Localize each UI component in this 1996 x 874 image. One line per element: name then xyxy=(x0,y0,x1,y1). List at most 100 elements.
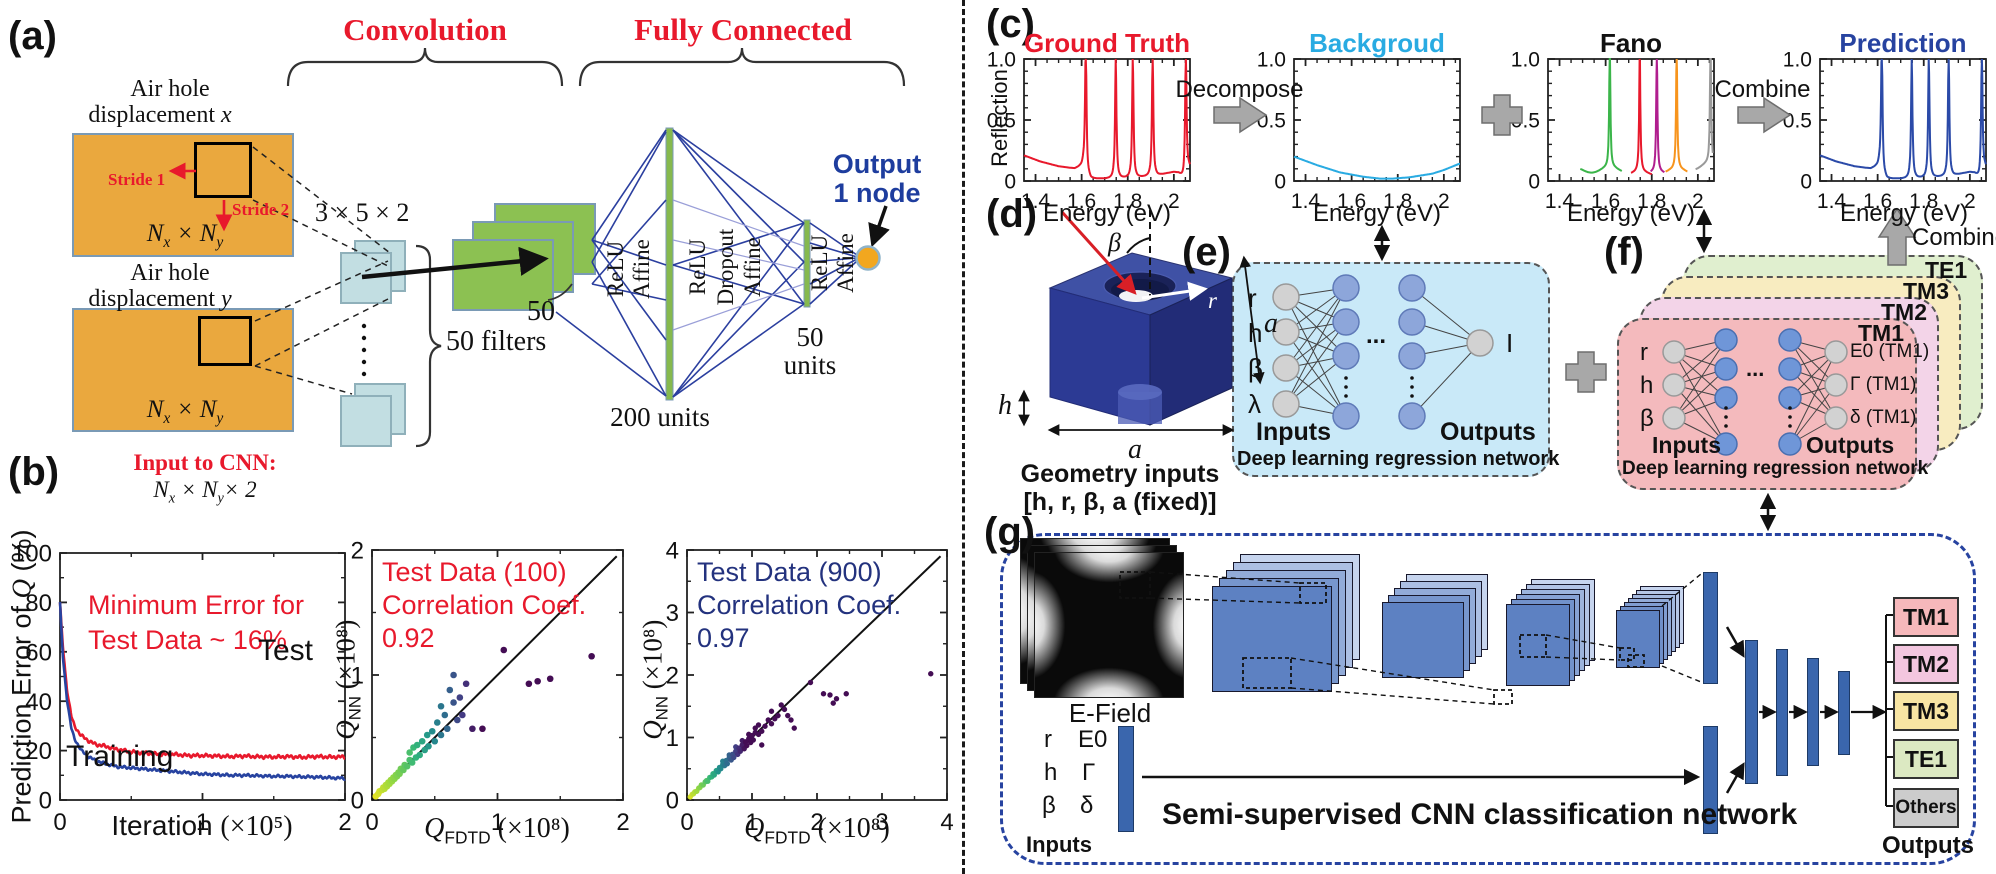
fifty-filters-label: 50 filters xyxy=(446,326,547,357)
fc2-dropout-label: Dropout xyxy=(713,228,738,306)
fano-title: Fano xyxy=(1599,28,1663,58)
plot2-annotation: Test Data (100)Correlation Coef.0.92 xyxy=(382,556,586,655)
g-input-delta: δ xyxy=(1080,792,1094,819)
input-to-cnn-dims: Nx × Ny× 2 xyxy=(85,477,325,508)
e-input-r: r xyxy=(1248,283,1257,313)
units-50-label-2: units xyxy=(783,350,837,380)
feature-map-1-front xyxy=(340,252,392,304)
prediction-title: Prediction xyxy=(1839,28,1967,58)
n1-sub: x xyxy=(163,234,171,251)
g-input-e0: E0 xyxy=(1078,726,1108,753)
g-input-h: h xyxy=(1044,759,1058,786)
qfdtd-sub: FDTD xyxy=(444,827,491,848)
decompose-label: Decompose xyxy=(1175,76,1304,103)
g-feature-stack-2-layer xyxy=(1382,602,1464,678)
air-hole-y-text: displacement xyxy=(88,286,221,312)
ground-truth-title: Ground Truth xyxy=(1023,28,1191,58)
plot1-ylabel-q: Q xyxy=(6,578,37,599)
svg-text:0: 0 xyxy=(680,809,693,836)
plot1-xlabel-pre: Iteration xyxy=(111,810,221,841)
input-to-cnn-label: Input to CNN: xyxy=(133,450,277,475)
units-50-label-1: 50 xyxy=(796,322,824,352)
svg-text:1.0: 1.0 xyxy=(1511,49,1540,72)
nxny-y-label: Nx × Ny xyxy=(105,396,265,428)
n5: N xyxy=(153,477,169,502)
fc1-affine-label: Affine xyxy=(629,239,654,299)
e-outputs-caption: Outputs xyxy=(1440,418,1536,446)
svg-text:1.0: 1.0 xyxy=(1257,49,1286,72)
conv-kernel-y xyxy=(198,316,252,366)
g-feature-stack-1-layer xyxy=(1212,586,1332,692)
qnn-q: Q xyxy=(330,720,361,740)
fc3-affine-label: Affine xyxy=(833,233,858,293)
fc2-relu-label: ReLU xyxy=(685,238,710,296)
output-line2: 1 node xyxy=(833,178,921,208)
combine-label-1: Combine xyxy=(1714,76,1811,103)
plot2-ylabel: QNN (×10⁸) xyxy=(330,570,365,790)
air-hole-y-label-line2: displacement y xyxy=(40,286,280,313)
n4: N xyxy=(199,396,217,423)
n1: N xyxy=(146,220,164,247)
e-network-caption: Deep learning regression network xyxy=(1237,448,1560,470)
f-input-beta: β xyxy=(1640,405,1654,432)
beta-label: β xyxy=(1108,228,1121,257)
nxny-x-label: Nx × Ny xyxy=(105,220,265,252)
energy-xlabel-3: Energy (eV) xyxy=(1566,200,1696,227)
feature-map-2-front xyxy=(340,395,392,447)
plot2-ann-1: Test Data (100) xyxy=(382,557,567,587)
panel-c-label: (c) xyxy=(986,2,1035,46)
geometry-inputs-caption-2: [h, r, β, a (fixed)] xyxy=(1023,488,1217,516)
n3-sub: x xyxy=(163,410,171,427)
e-inputs-caption: Inputs xyxy=(1256,418,1331,446)
g-output-tm3: TM3 xyxy=(1893,691,1959,731)
e-input-h: h xyxy=(1248,318,1263,348)
n2: N xyxy=(199,220,217,247)
qnn-q2: Q xyxy=(637,720,668,740)
training-curve-label: Training xyxy=(66,740,174,773)
plot3-xlabel: QFDTD (×10⁸) xyxy=(717,812,917,849)
svg-text:0: 0 xyxy=(365,809,378,836)
g-inputs-caption: Inputs xyxy=(1026,832,1092,857)
f-tm1-label: TM1 xyxy=(1858,320,1904,346)
combine-label-2: Combine xyxy=(1912,224,1996,251)
g-output-tm2: TM2 xyxy=(1893,644,1959,684)
svg-text:0: 0 xyxy=(351,788,364,815)
n6-sub: y xyxy=(217,490,224,507)
geometry-inputs-caption-1: Geometry inputs xyxy=(1020,460,1220,488)
plot3-ann-1: Test Data (900) xyxy=(697,557,882,587)
g-dense-bar-3 xyxy=(1807,658,1819,766)
qfdtd-sub2: FDTD xyxy=(764,827,811,848)
e-hidden-dots: ... xyxy=(1366,322,1387,349)
f-output-delta: δ (TM1) xyxy=(1850,407,1917,428)
qnn-rest: (×10⁸) xyxy=(330,619,361,697)
units-200-label: 200 units xyxy=(610,402,710,432)
svg-text:0.5: 0.5 xyxy=(1783,110,1812,133)
g-input-vector-bar xyxy=(1118,726,1134,832)
n-times3: × xyxy=(175,477,203,502)
air-hole-x-label-line2: displacement x xyxy=(40,102,280,129)
plot1-xlabel-unit: (×10⁵) xyxy=(220,811,293,842)
a-side-label: a xyxy=(1264,308,1278,339)
plot1-xlabel: Iteration (×10⁵) xyxy=(102,810,302,843)
plot1-ylabel-post: (%) xyxy=(6,529,37,579)
svg-text:4: 4 xyxy=(940,809,953,836)
efield-label: E-Field xyxy=(1068,698,1152,728)
panel-g-label: (g) xyxy=(984,510,1036,554)
qnn-sub: NN xyxy=(345,696,365,721)
plot2-xlabel: QFDTD (×10⁸) xyxy=(397,812,597,849)
plot2-ann-2: Correlation Coef. xyxy=(382,590,587,620)
svg-text:0: 0 xyxy=(666,788,679,815)
panel-e-label: (e) xyxy=(1182,230,1231,274)
svg-text:0.5: 0.5 xyxy=(1257,110,1286,133)
test-curve-label: Test xyxy=(258,634,314,667)
g-dense-bar-1 xyxy=(1745,640,1758,784)
panel-divider xyxy=(962,0,965,874)
g-flatten-bar-top xyxy=(1703,572,1718,684)
n2-sub: y xyxy=(216,234,224,251)
fc1-relu-label: ReLU xyxy=(603,240,628,298)
qfdtd-rest: (×10⁸) xyxy=(490,813,570,844)
g-dense-bar-4 xyxy=(1838,671,1850,755)
e-input-lambda: λ xyxy=(1248,389,1261,419)
